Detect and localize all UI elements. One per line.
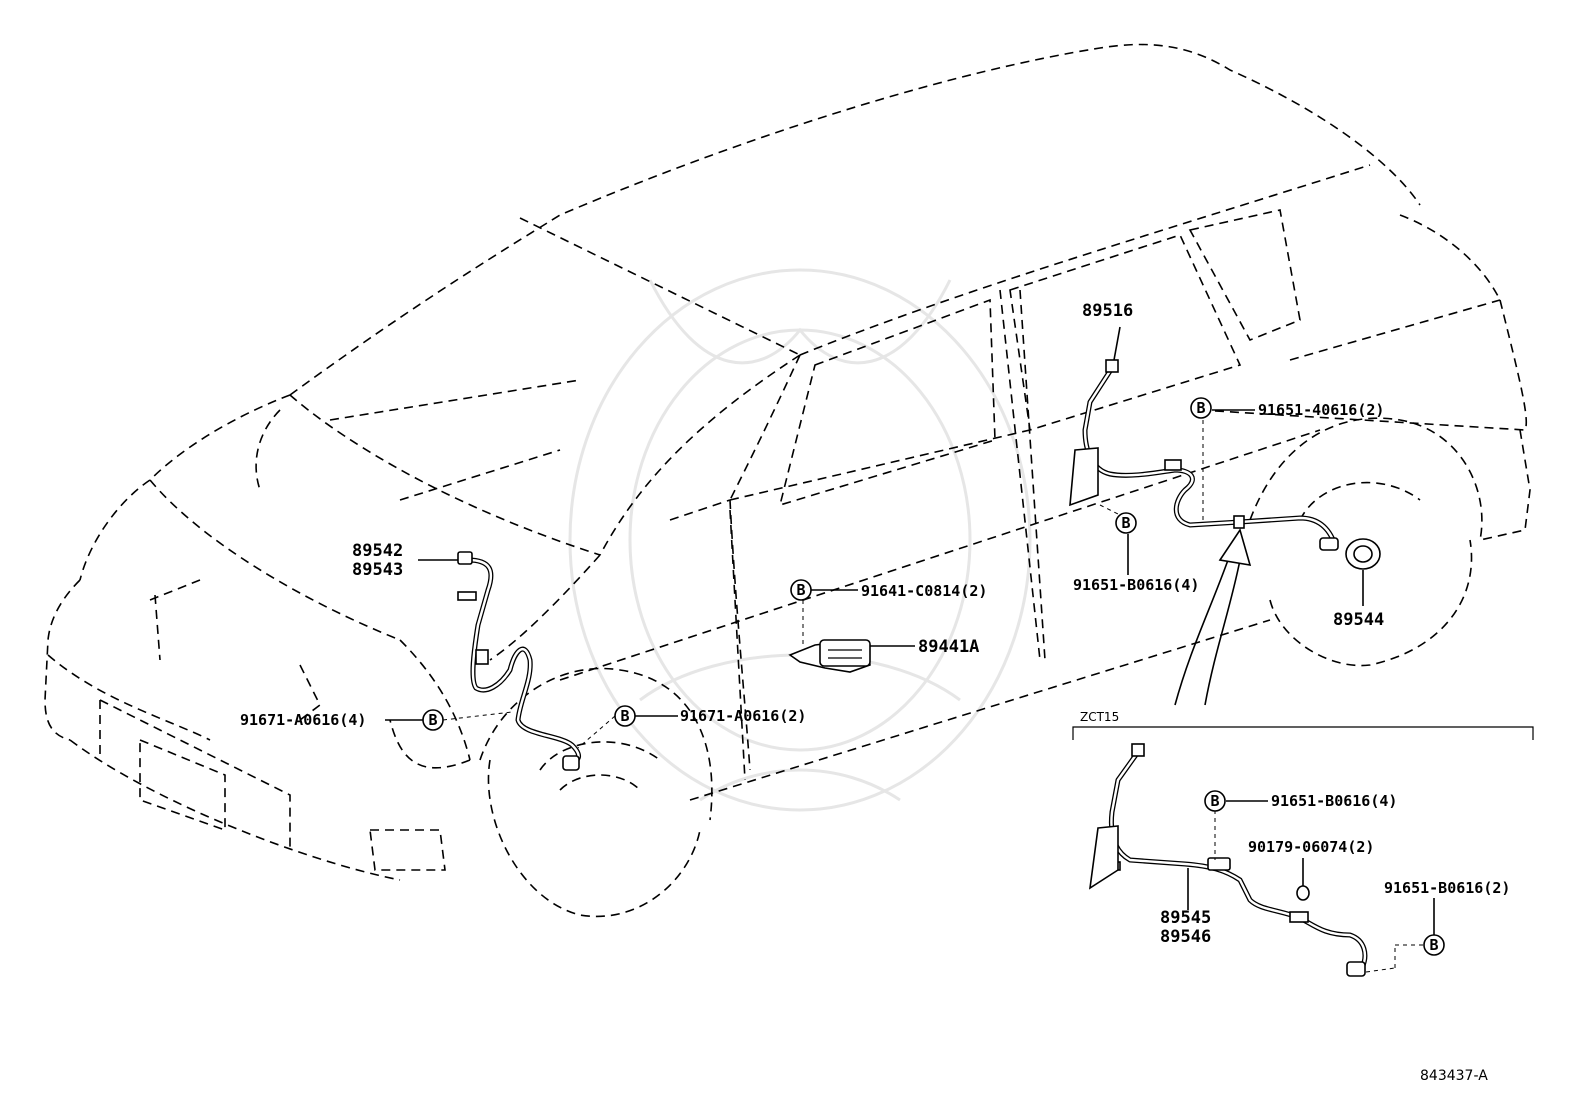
bolt-symbol-rr-upper: B	[1190, 397, 1212, 419]
label-89516[interactable]: 89516	[1082, 301, 1133, 321]
label-inset-91651-b0616-4[interactable]: 91651-B0616(4)	[1271, 792, 1397, 810]
svg-text:B: B	[1429, 936, 1438, 954]
inset-rear-speed-sensor[interactable]	[1088, 743, 1368, 977]
svg-text:B: B	[1121, 514, 1130, 532]
label-89545[interactable]: 89545	[1160, 908, 1211, 928]
label-89546[interactable]: 89546	[1160, 927, 1211, 947]
front-speed-sensor[interactable]	[457, 551, 581, 771]
abs-ecu[interactable]	[788, 639, 871, 673]
label-91641-c0814[interactable]: 91641-C0814(2)	[861, 582, 987, 600]
label-90179-06074[interactable]: 90179-06074(2)	[1248, 838, 1374, 856]
inset-frame	[1072, 726, 1534, 740]
watermark-emblem	[568, 268, 1032, 812]
bolt-symbol-inset-lower: B	[1423, 934, 1445, 956]
label-91671-a0616-4[interactable]: 91671-A0616(4)	[240, 711, 366, 729]
leader-fr-bolt-dash	[442, 711, 513, 721]
svg-text:B: B	[620, 707, 629, 725]
svg-text:B: B	[796, 581, 805, 599]
bolt-symbol-rr-lower: B	[1115, 512, 1137, 534]
label-89543[interactable]: 89543	[352, 560, 403, 580]
label-89542[interactable]: 89542	[352, 541, 403, 561]
label-91671-a0616-2[interactable]: 91671-A0616(2)	[680, 707, 806, 725]
svg-text:B: B	[1210, 792, 1219, 810]
leader-fr-bolt-right-dash	[577, 715, 616, 749]
bolt-symbol-inset-upper: B	[1204, 790, 1226, 812]
leader-89516	[1113, 326, 1121, 361]
leader-inset-bolt-lower-2	[1365, 967, 1396, 973]
rear-sensor-rotor[interactable]	[1345, 538, 1381, 570]
svg-text:B: B	[428, 711, 437, 729]
drawing-number: 843437-A	[1420, 1068, 1488, 1084]
bolt-symbol-fr-right: B	[614, 705, 636, 727]
label-inset-91651-b0616-2[interactable]: 91651-B0616(2)	[1384, 879, 1510, 897]
detail-arrow	[1174, 528, 1252, 706]
bolt-symbol-fr-left: B	[422, 709, 444, 731]
leader-rr-bolt-lower	[1099, 504, 1121, 516]
svg-text:B: B	[1196, 399, 1205, 417]
label-89544[interactable]: 89544	[1333, 610, 1384, 630]
bolt-symbol-ecu: B	[790, 579, 812, 601]
label-91651-b0616-4[interactable]: 91651-B0616(4)	[1073, 576, 1199, 594]
label-91651-40616[interactable]: 91651-40616(2)	[1258, 401, 1384, 419]
label-zct15: ZCT15	[1080, 710, 1119, 724]
rear-speed-sensor[interactable]	[1069, 359, 1339, 551]
label-89441a[interactable]: 89441A	[918, 637, 979, 657]
vehicle-outline	[44, 43, 1531, 918]
